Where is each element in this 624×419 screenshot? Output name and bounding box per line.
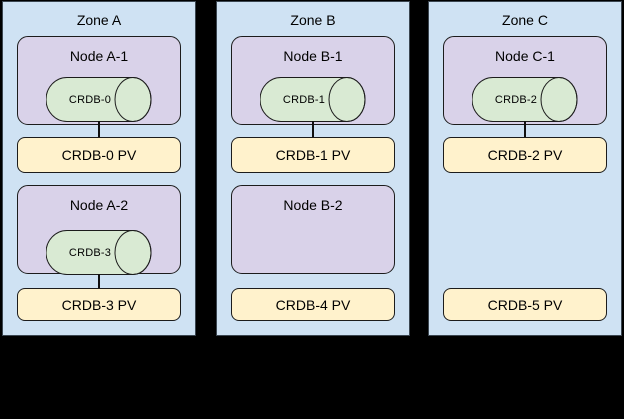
zone-label: Zone A — [76, 12, 122, 28]
pv-label: CRDB-0 PV — [61, 147, 137, 163]
pv-crdb-3: CRDB-3 PV — [17, 288, 181, 321]
cylinder-shape-icon — [46, 230, 152, 275]
node-a-1: Node A-1 CRDB-0 — [17, 36, 181, 125]
cylinder-shape-icon — [260, 77, 366, 122]
pod-label: CRDB-1 — [282, 93, 326, 106]
zone-a: Zone A Node A-1 CRDB-0 CRDB-0 PV Node A-… — [2, 1, 196, 336]
pv-label: CRDB-2 PV — [487, 147, 563, 163]
zone-label: Zone C — [502, 12, 548, 28]
pod-label: CRDB-0 — [68, 93, 112, 106]
node-a-2: Node A-2 CRDB-3 — [17, 185, 181, 275]
node-b-1: Node B-1 CRDB-1 — [231, 36, 395, 125]
pod-crdb-0: CRDB-0 — [46, 77, 152, 122]
pv-label: CRDB-4 PV — [275, 296, 351, 313]
node-label: Node B-1 — [283, 48, 343, 64]
pod-crdb-1: CRDB-1 — [260, 77, 366, 122]
node-c-1: Node C-1 CRDB-2 — [443, 36, 607, 125]
pod-label: CRDB-2 — [494, 93, 538, 106]
pod-pv-connector — [98, 274, 100, 289]
pod-pv-connector — [312, 121, 314, 138]
cylinder-shape-icon — [46, 77, 152, 122]
node-label: Node A-2 — [69, 197, 129, 213]
pod-label: CRDB-3 — [68, 246, 112, 259]
node-label: Node A-1 — [69, 48, 129, 64]
zone-c: Zone C Node C-1 CRDB-2 CRDB-2 PV CRDB-5 … — [428, 1, 622, 336]
node-b-2: Node B-2 — [231, 185, 395, 274]
pv-crdb-4: CRDB-4 PV — [231, 288, 395, 321]
cylinder-shape-icon — [472, 77, 578, 122]
pv-label: CRDB-1 PV — [275, 147, 351, 163]
pod-crdb-3: CRDB-3 — [46, 230, 152, 275]
pv-crdb-1: CRDB-1 PV — [231, 137, 395, 173]
pod-crdb-2: CRDB-2 — [472, 77, 578, 122]
pv-crdb-2: CRDB-2 PV — [443, 137, 607, 173]
pv-label: CRDB-3 PV — [61, 296, 137, 313]
zone-label: Zone B — [290, 12, 336, 28]
pv-label: CRDB-5 PV — [487, 296, 563, 313]
pv-crdb-5: CRDB-5 PV — [443, 288, 607, 321]
node-label: Node B-2 — [283, 197, 343, 213]
pod-pv-connector — [524, 121, 526, 138]
pod-pv-connector — [98, 121, 100, 138]
zone-b: Zone B Node B-1 CRDB-1 CRDB-1 PV Node B-… — [216, 1, 410, 336]
node-label: Node C-1 — [495, 48, 555, 64]
pv-crdb-0: CRDB-0 PV — [17, 137, 181, 173]
